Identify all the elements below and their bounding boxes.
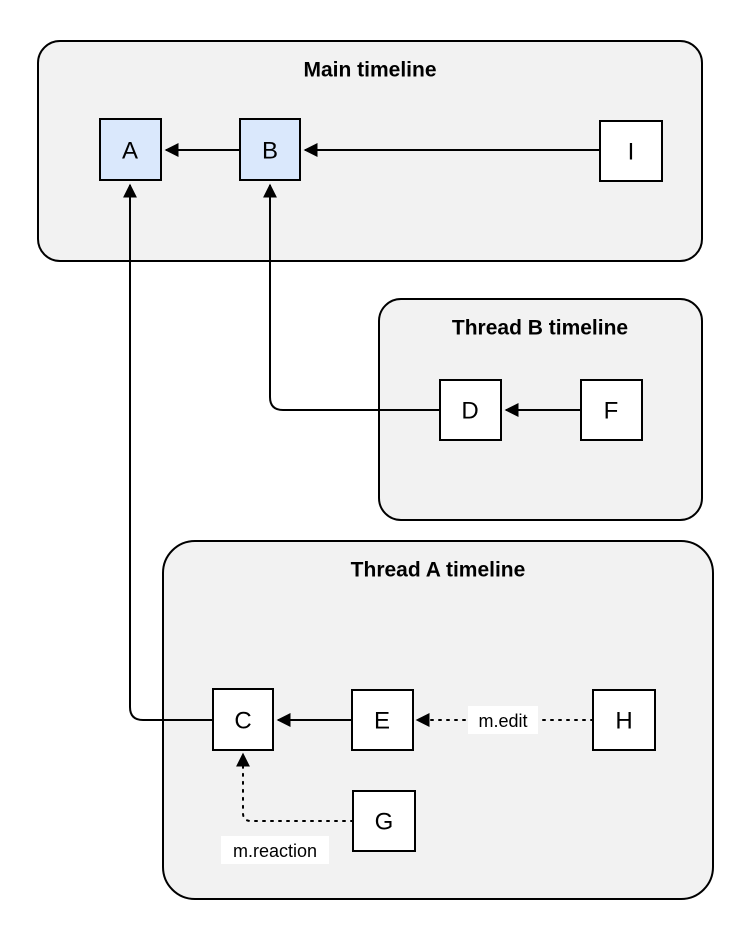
edge-c-to-a (123, 183, 213, 721)
node-c-label: C (234, 708, 251, 735)
node-h-box (592, 689, 656, 751)
node-f-label: F (604, 398, 619, 425)
node-d-label: D (461, 398, 478, 425)
node-f-box (580, 379, 643, 441)
edge-label-m-reaction-background (221, 836, 329, 864)
node-c: C (212, 688, 274, 751)
edge-d-to-b (263, 183, 440, 411)
node-i-box (599, 120, 663, 182)
node-i-label: I (628, 139, 635, 166)
node-d-box (439, 379, 502, 441)
node-h-label: H (615, 708, 632, 735)
node-a-label: A (122, 138, 138, 165)
edge-label-m-reaction: m.reaction (233, 841, 317, 861)
node-b-label: B (262, 138, 278, 165)
thread-b-timeline-title: Thread B timeline (452, 317, 628, 340)
node-d: D (439, 379, 502, 441)
edge-label-m-edit: m.edit (478, 711, 527, 731)
node-a-box (99, 118, 162, 181)
node-g-box (352, 790, 416, 852)
main-timeline-title: Main timeline (303, 59, 436, 82)
node-e-label: E (374, 708, 390, 735)
thread-a-timeline-title: Thread A timeline (351, 559, 526, 582)
node-h: H (592, 689, 656, 751)
node-c-box (212, 688, 274, 751)
edge-g-to-c-dotted (236, 752, 354, 822)
node-b-box (239, 118, 301, 181)
node-g-label: G (375, 809, 394, 836)
node-a: A (99, 118, 162, 181)
node-i: I (599, 120, 663, 182)
node-e: E (351, 689, 414, 751)
node-g: G (352, 790, 416, 852)
node-f: F (580, 379, 643, 441)
edge-label-m-edit-background (468, 706, 538, 734)
node-e-box (351, 689, 414, 751)
node-b: B (239, 118, 301, 181)
